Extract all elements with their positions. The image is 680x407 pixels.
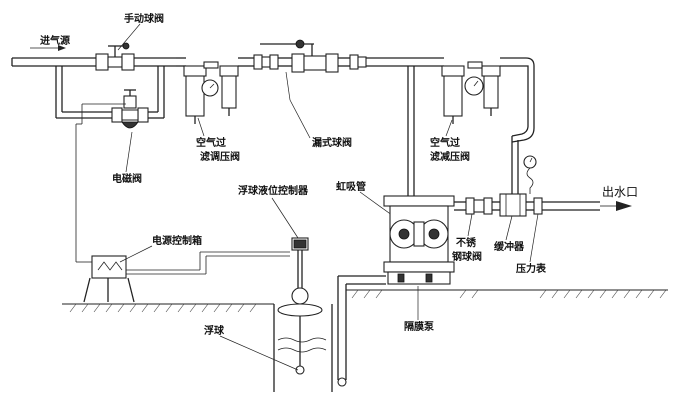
- outlet-line: [454, 193, 632, 217]
- buffer-label: 缓冲器: [493, 240, 525, 253]
- leak-ball-valve: [260, 39, 444, 73]
- power-control-box-label: 电源控制箱: [152, 234, 202, 247]
- air-inlet-label: 进气源: [40, 34, 70, 47]
- left-filter-label-1: 空气过: [196, 136, 226, 149]
- solenoid-valve: [111, 89, 149, 129]
- air-inlet: 进气源: [11, 34, 96, 67]
- stainless-valve-label-1: 不锈: [456, 236, 476, 249]
- water-well: [273, 304, 333, 392]
- pressure-gauge: [523, 155, 537, 194]
- manual-ball-valve: [95, 42, 135, 71]
- right-filter-label-2: 滤减压阀: [430, 150, 470, 163]
- right-filter-label-1: 空气过: [430, 136, 460, 149]
- suction-pipe: [337, 275, 386, 387]
- ground-left: [62, 303, 274, 313]
- left-filter-label-2: 滤调压阀: [200, 150, 240, 163]
- power-control-box: [75, 103, 290, 303]
- float-label: 浮球: [204, 324, 225, 337]
- ground-right: [346, 289, 668, 299]
- solenoid-valve-label: 电磁阀: [112, 172, 142, 185]
- float-level-controller-label: 浮球液位控制器: [238, 184, 309, 197]
- diaphragm-pump-label: 隔膜泵: [404, 320, 435, 333]
- pipe-fittings: [253, 54, 292, 70]
- diaphragm-pump: [383, 195, 455, 285]
- right-air-filter-reducer: [441, 57, 535, 200]
- pressure-gauge-label: 压力表: [516, 262, 547, 275]
- suction-pipe-label: 虹吸管: [336, 180, 366, 193]
- air-supply-pipe: [55, 57, 176, 119]
- leak-ball-valve-label: 漏式球阀: [312, 136, 352, 149]
- float-level-controller: [277, 237, 323, 375]
- water-outlet-label: 出水口: [602, 185, 638, 199]
- pump-air-line: [407, 66, 415, 200]
- manual-ball-valve-label: 手动球阀: [124, 12, 164, 25]
- stainless-valve-label-2: 钢球阀: [452, 250, 482, 263]
- left-air-filter-regulator: [176, 57, 254, 124]
